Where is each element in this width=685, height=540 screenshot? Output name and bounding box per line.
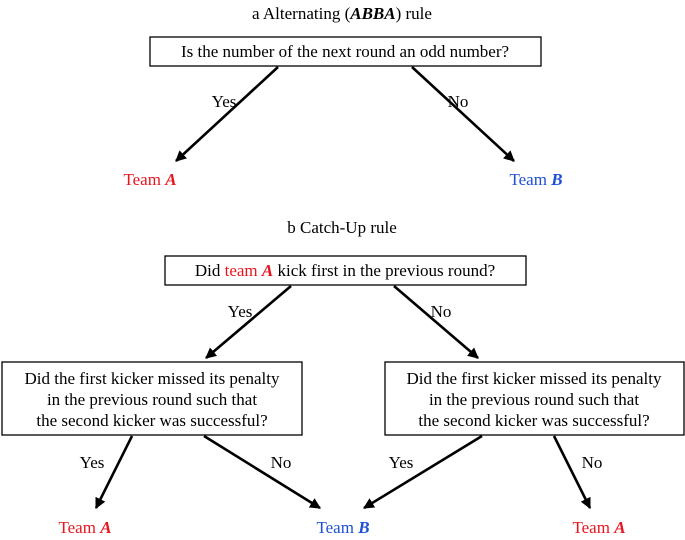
panel-b-right-subquestion-line2: in the previous round such that: [429, 390, 639, 409]
panel-b-left-yes-label: Yes: [80, 453, 105, 472]
panel-b-right-subquestion-line3: the second kicker was successful?: [418, 411, 649, 430]
panel-a-no-label: No: [448, 92, 469, 111]
panel-b-left-subquestion-line1: Did the first kicker missed its penalty: [25, 369, 280, 388]
panel-b-right-subquestion-line1: Did the first kicker missed its penalty: [407, 369, 662, 388]
panel-b-outcome-right-team-a: Team A: [572, 518, 625, 537]
panel-a-outcome-team-a: Team A: [123, 170, 176, 189]
panel-b-left-subquestion-box: [1, 361, 303, 436]
panel-a-title: a Alternating (ABBA) rule: [252, 4, 432, 23]
panel-b-left-subquestion-line3: the second kicker was successful?: [36, 411, 267, 430]
panel-a-no-edge: [411, 66, 515, 162]
panel-b-left-no-edge: [203, 434, 321, 510]
panel-b-question-box: [164, 255, 527, 286]
panel-a-yes-edge: [175, 66, 279, 162]
panel-b-left-no-label: No: [271, 453, 292, 472]
panel-a-outcome-team-b: Team B: [509, 170, 562, 189]
panel-b-right-yes-label: Yes: [389, 453, 414, 472]
panel-a-yes-label: Yes: [212, 92, 237, 111]
panel-b-outcome-middle-team-b: Team B: [316, 518, 369, 537]
panel-b-no-edge: [393, 285, 479, 359]
panel-a-question-box: [149, 36, 542, 67]
panel-b-left-subquestion-line2: in the previous round such that: [47, 390, 257, 409]
panel-a: a Alternating (ABBA) rule Is the number …: [123, 4, 562, 189]
panel-b-yes-label: Yes: [228, 302, 253, 321]
panel-b: b Catch-Up rule Did team A kick first in…: [1, 218, 685, 537]
panel-b-outcome-left-team-a: Team A: [58, 518, 111, 537]
panel-b-right-subquestion-box: [384, 361, 685, 436]
panel-b-right-no-label: No: [582, 453, 603, 472]
panel-b-yes-edge: [205, 285, 292, 359]
panel-b-title: b Catch-Up rule: [287, 218, 397, 237]
panel-b-right-no-edge: [552, 435, 592, 509]
panel-b-question: Did team A kick first in the previous ro…: [195, 261, 495, 280]
panel-b-left-yes-edge: [94, 435, 134, 509]
panel-b-right-yes-edge: [363, 434, 483, 510]
panel-b-no-label: No: [431, 302, 452, 321]
panel-a-question: Is the number of the next round an odd n…: [181, 42, 509, 61]
